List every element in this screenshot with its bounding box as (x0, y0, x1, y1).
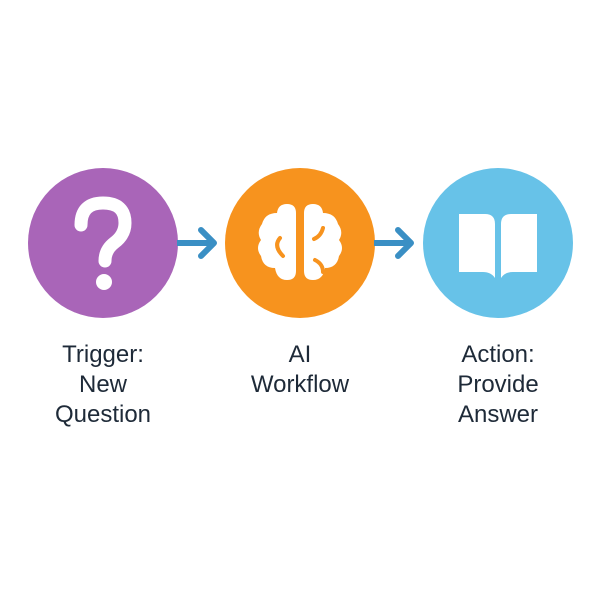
brain-icon (258, 204, 342, 280)
label-line: Provide (457, 371, 539, 398)
arrow-right-icon (374, 227, 414, 259)
action-label: Action: Provide Answer (403, 340, 593, 430)
question-mark-icon (74, 196, 132, 290)
label-line: New (78, 371, 127, 398)
open-book-icon (459, 214, 537, 278)
label-line: Action: (461, 341, 535, 368)
trigger-node (28, 168, 178, 318)
label-line: Question (54, 401, 152, 428)
label-line: Workflow (250, 371, 350, 398)
label-line: Answer (457, 401, 539, 428)
arrow-right-icon (177, 227, 217, 259)
label-line: Trigger: (62, 341, 144, 368)
action-node (423, 168, 573, 318)
ai-workflow-node (225, 168, 375, 318)
label-line: AI (288, 341, 312, 368)
trigger-label: Trigger: New Question (8, 340, 198, 430)
ai-workflow-label: AI Workflow (205, 340, 395, 400)
